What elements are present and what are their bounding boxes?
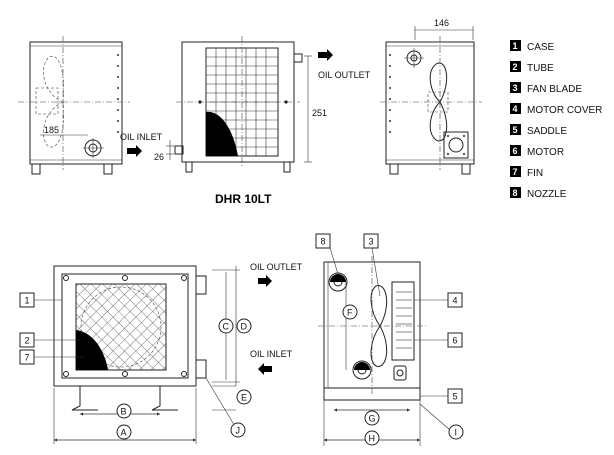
saddle-base <box>323 388 421 401</box>
svg-text:6: 6 <box>513 146 518 156</box>
callout-E: E <box>236 389 252 405</box>
parts-legend: 1 CASE 2 TUBE 3 FAN BLADE 4 MOTOR COVER … <box>510 40 602 200</box>
svg-text:5: 5 <box>513 125 518 135</box>
legend-item-8: 8 NOZZLE <box>510 187 567 200</box>
case-front <box>53 265 197 387</box>
fin-cutaway <box>206 111 238 156</box>
callout-5: 5 <box>447 388 463 404</box>
nozzle-flange <box>83 138 104 158</box>
svg-text:H: H <box>369 434 376 444</box>
outlet-nozzle-top <box>293 53 303 63</box>
callout-G: G <box>364 410 380 426</box>
oil-inlet-label-bottom: OIL INLET <box>250 349 293 359</box>
fan-blade <box>370 285 388 327</box>
svg-text:TUBE: TUBE <box>527 63 554 74</box>
oil-outlet-arrow-bottom <box>258 275 272 287</box>
top-side-view-left: 185 <box>18 36 130 175</box>
svg-text:3: 3 <box>369 237 374 247</box>
callout-1: 1 <box>19 292 35 308</box>
svg-text:1: 1 <box>25 296 30 306</box>
callout-A: A <box>116 424 132 440</box>
legend-item-1: 1 CASE <box>510 40 555 53</box>
svg-text:FAN BLADE: FAN BLADE <box>527 84 582 95</box>
motor-box-top <box>443 131 469 159</box>
top-side-view-right: 146 <box>380 18 482 175</box>
callout-2: 2 <box>19 332 35 348</box>
svg-text:2: 2 <box>513 62 518 72</box>
bottom-front-view <box>34 265 240 444</box>
svg-text:8: 8 <box>513 188 518 198</box>
legend-item-7: 7 FIN <box>510 166 543 179</box>
svg-text:CASE: CASE <box>527 42 555 53</box>
oil-inlet-arrow-bottom <box>258 363 272 375</box>
motor-cover-fins <box>391 281 415 361</box>
svg-text:7: 7 <box>25 353 30 363</box>
oil-inlet-label-top: OIL INLET <box>120 132 163 142</box>
svg-text:D: D <box>241 322 248 332</box>
callout-D: D <box>236 318 252 334</box>
oil-inlet-arrow-top <box>127 145 142 157</box>
svg-text:8: 8 <box>321 237 326 247</box>
legend-item-4: 4 MOTOR COVER <box>510 103 602 116</box>
svg-text:SADDLE: SADDLE <box>527 126 567 137</box>
callout-C: C <box>218 318 234 334</box>
callout-4: 4 <box>447 292 463 308</box>
oil-outlet-arrow-top <box>318 49 333 61</box>
oil-outlet-label-bottom: OIL OUTLET <box>250 262 303 272</box>
callout-B: B <box>116 403 132 419</box>
legend-item-2: 2 TUBE <box>510 61 554 74</box>
svg-text:4: 4 <box>513 104 518 114</box>
callout-8: 8 <box>315 233 331 249</box>
fin-cutaway-bottom <box>76 330 108 370</box>
case-outline <box>29 41 123 165</box>
callout-6: 6 <box>447 332 463 348</box>
dimension-146: 146 <box>434 18 449 28</box>
callout-3: 3 <box>363 233 379 249</box>
dimension-251: 251 <box>312 108 327 118</box>
svg-text:MOTOR COVER: MOTOR COVER <box>527 105 602 116</box>
model-title: DHR 10LT <box>215 192 272 206</box>
callout-J: J <box>230 422 246 438</box>
case-outline-right <box>385 41 475 165</box>
callout-H: H <box>364 430 380 446</box>
svg-text:A: A <box>121 428 127 438</box>
saddle-right <box>151 386 178 411</box>
legend-item-3: 3 FAN BLADE <box>510 82 582 95</box>
oil-outlet-label-top: OIL OUTLET <box>318 70 371 80</box>
bottom-side-view <box>318 247 451 446</box>
callout-I: I <box>448 424 464 440</box>
legend-item-6: 6 MOTOR <box>510 145 564 158</box>
svg-text:7: 7 <box>513 167 518 177</box>
callout-F: F <box>342 304 358 320</box>
inlet-nozzle-bottom <box>195 359 207 379</box>
svg-text:6: 6 <box>453 336 458 346</box>
dimension-26: 26 <box>154 152 164 162</box>
svg-text:5: 5 <box>453 392 458 402</box>
rivet-column-right <box>389 54 391 133</box>
svg-text:FIN: FIN <box>527 168 543 179</box>
svg-text:J: J <box>236 426 241 436</box>
svg-text:F: F <box>347 308 353 318</box>
svg-text:E: E <box>241 393 247 403</box>
dimension-185: 185 <box>44 125 59 135</box>
svg-text:1: 1 <box>513 41 518 51</box>
svg-text:I: I <box>455 428 458 438</box>
svg-text:G: G <box>369 414 376 424</box>
svg-text:C: C <box>223 322 230 332</box>
svg-text:2: 2 <box>25 336 30 346</box>
svg-text:4: 4 <box>453 296 458 306</box>
top-front-view-center: 251 26 <box>154 36 327 173</box>
legend-item-5: 5 SADDLE <box>510 124 567 137</box>
svg-text:3: 3 <box>513 83 518 93</box>
inlet-nozzle-top <box>174 145 184 155</box>
rivet-column <box>117 54 119 133</box>
svg-text:B: B <box>121 407 127 417</box>
callout-7: 7 <box>19 349 35 365</box>
svg-text:MOTOR: MOTOR <box>527 147 564 158</box>
saddle-left <box>71 386 98 411</box>
svg-text:NOZZLE: NOZZLE <box>527 189 567 200</box>
outlet-nozzle-bottom <box>195 275 207 295</box>
fan-blade-hidden <box>43 56 64 103</box>
